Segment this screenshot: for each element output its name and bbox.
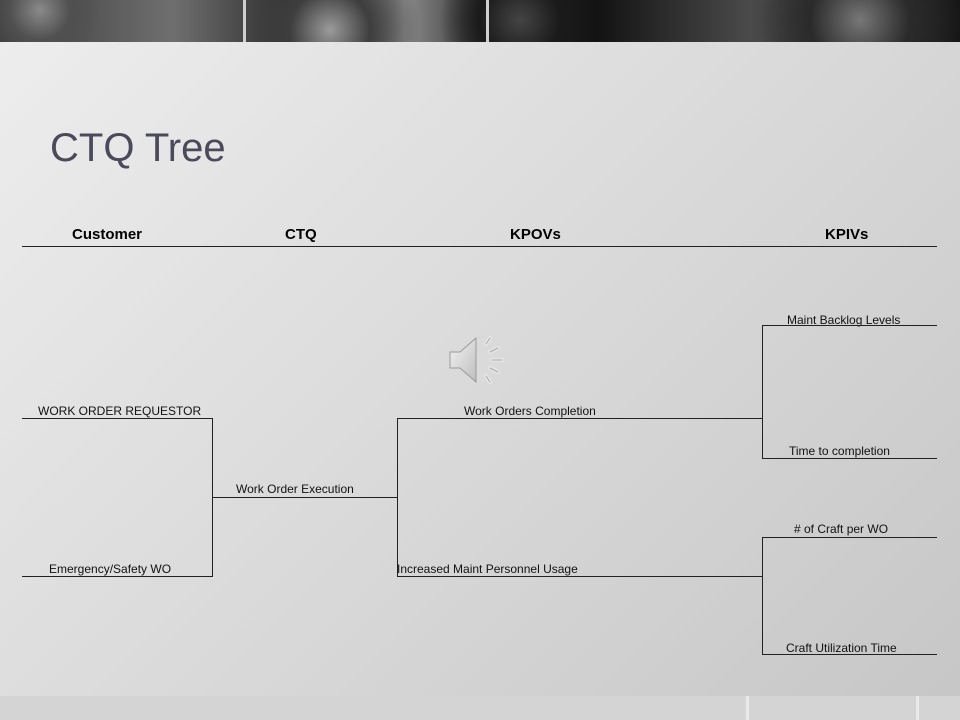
connector-line (762, 537, 937, 538)
customer-node: Emergency/Safety WO (49, 562, 172, 576)
connector-line (762, 458, 937, 459)
connector-line (762, 325, 763, 459)
kpiv-node: Time to completion (789, 444, 890, 458)
speaker-icon[interactable] (446, 334, 510, 386)
kpiv-node: # of Craft per WO (794, 522, 889, 536)
connector-line (212, 497, 397, 498)
header-kpovs: KPOVs (510, 226, 561, 243)
kpiv-node: Craft Utilization Time (786, 641, 897, 655)
customer-node: WORK ORDER REQUESTOR (38, 404, 202, 418)
kpiv-node: Maint Backlog Levels (787, 313, 901, 327)
kpov-node: Work Orders Completion (464, 404, 596, 418)
header-underline (22, 246, 937, 247)
kpov-node: Increased Maint Personnel Usage (397, 562, 578, 576)
connector-line (397, 418, 398, 577)
header-banner-image (0, 0, 960, 42)
header-customer: Customer (72, 226, 143, 243)
banner-divider (486, 0, 489, 42)
connector-line (22, 576, 212, 577)
connector-line (762, 537, 763, 655)
header-ctq: CTQ (285, 226, 317, 243)
banner-divider (243, 0, 246, 42)
slide-title: CTQ Tree (50, 126, 226, 170)
connector-line (22, 418, 212, 419)
connector-line (397, 576, 762, 577)
connector-line (762, 325, 937, 326)
footer-divider (916, 696, 919, 720)
footer-divider (746, 696, 749, 720)
footer-bar (0, 696, 960, 720)
connector-line (397, 418, 762, 419)
header-kpivs: KPIVs (825, 226, 869, 243)
ctq-node: Work Order Execution (236, 482, 354, 496)
connector-line (762, 654, 937, 655)
